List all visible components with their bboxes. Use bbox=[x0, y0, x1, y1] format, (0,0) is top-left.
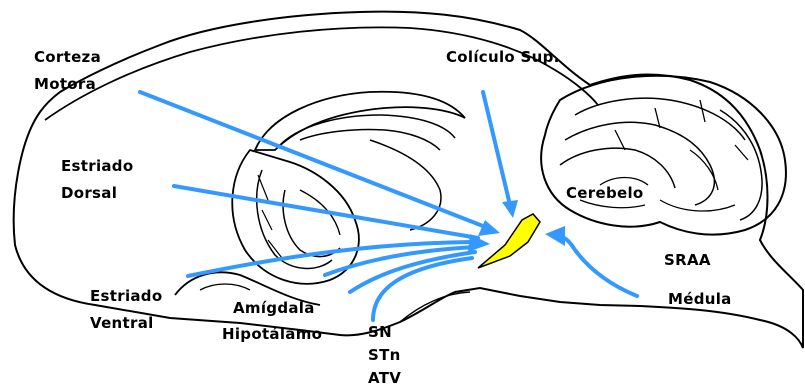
label-estriado-dorsal-2: Dorsal bbox=[61, 183, 117, 203]
label-stn: STn bbox=[368, 345, 401, 365]
arrowhead-coliculo-sup bbox=[502, 200, 518, 218]
label-amigdala: Amígdala bbox=[233, 298, 315, 318]
cerebellum-folia-4 bbox=[720, 110, 762, 220]
ventral-fold bbox=[200, 284, 250, 290]
label-hipotalamo: Hipotálamo bbox=[222, 324, 322, 344]
label-estriado-dorsal-1: Estriado bbox=[61, 156, 133, 176]
arrow-estriado-dorsal bbox=[174, 186, 478, 238]
label-corteza-motora-2: Motora bbox=[34, 74, 96, 94]
label-estriado-ventral-1: Estriado bbox=[90, 286, 162, 306]
hippocampus-fold-1 bbox=[255, 92, 465, 150]
label-atv: ATV bbox=[368, 368, 401, 388]
arrowhead-medula bbox=[545, 226, 565, 246]
label-corteza-motora-1: Corteza bbox=[34, 47, 101, 67]
cerebellum-folia-1 bbox=[575, 98, 745, 140]
label-medula: Médula bbox=[668, 289, 732, 309]
label-cerebelo: Cerebelo bbox=[566, 183, 644, 203]
cortex-inner-line bbox=[45, 27, 598, 120]
label-estriado-ventral-2: Ventral bbox=[90, 313, 154, 333]
arrow-medula bbox=[560, 236, 637, 296]
arrow-coliculo-sup bbox=[483, 92, 510, 205]
label-sraa: SRAA bbox=[664, 250, 711, 270]
label-coliculo-sup: Colículo Sup. bbox=[446, 47, 560, 67]
arrow-corteza-motora bbox=[140, 92, 488, 228]
arrowhead-corteza-motora bbox=[478, 220, 500, 236]
label-sn: SN bbox=[368, 322, 392, 342]
striatum-stripe-1 bbox=[258, 175, 282, 258]
striatum-inner-2 bbox=[283, 190, 340, 257]
hippocampus-fold-3 bbox=[300, 129, 440, 150]
